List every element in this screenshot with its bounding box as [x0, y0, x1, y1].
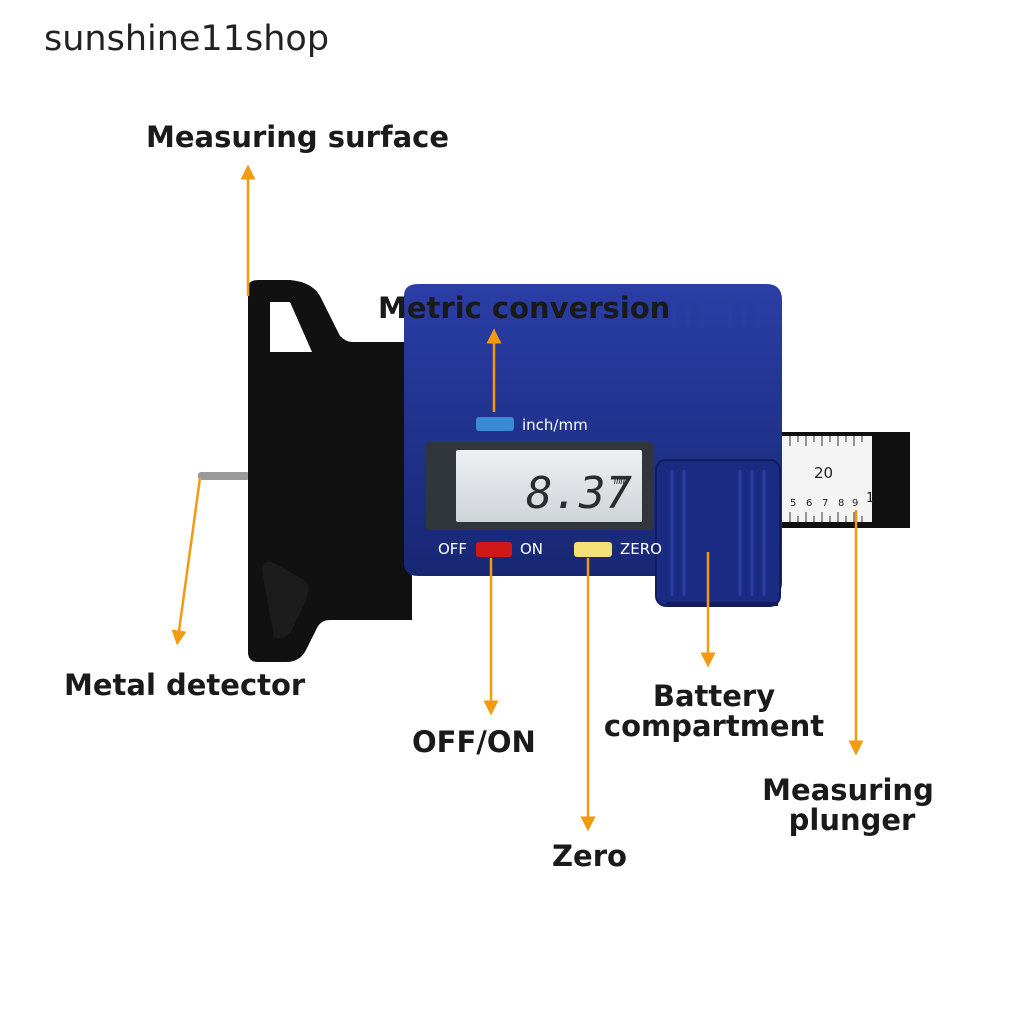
- label-metal-detector: Metal detector: [64, 668, 306, 702]
- watermark-text: sunshine11shop: [44, 19, 329, 59]
- label-measuring-surface: Measuring surface: [146, 120, 449, 154]
- inch-mm-button[interactable]: [476, 417, 514, 431]
- gauge-device: 20 5 6 7 8 9 1 inch/mm 8.37 mm OFF: [198, 280, 910, 662]
- arrow-metal-detector: [171, 477, 202, 646]
- callout-arrows: [171, 164, 864, 832]
- label-off-on: OFF/ON: [412, 725, 536, 759]
- off-on-button[interactable]: [476, 542, 512, 557]
- off-label: OFF: [438, 540, 467, 558]
- metal-pin: [198, 472, 250, 480]
- inch-mm-label: inch/mm: [522, 416, 588, 434]
- ruler-minor-7: 7: [822, 498, 828, 509]
- label-battery-line2: compartment: [604, 709, 824, 743]
- zero-label-device: ZERO: [620, 540, 662, 558]
- battery-cover: [655, 459, 781, 607]
- ruler-minor-6: 6: [806, 498, 812, 509]
- lcd-screen: [456, 450, 642, 522]
- lcd-reading: 8.37: [526, 468, 632, 519]
- base-cutout: [270, 302, 312, 352]
- top-grip-ridges: [672, 292, 760, 328]
- ruler-major-number: 20: [814, 464, 833, 482]
- ruler-minor-8: 8: [838, 498, 844, 509]
- ruler-minor-1: 1: [866, 491, 874, 506]
- on-label: ON: [520, 540, 543, 558]
- label-metric-conversion: Metric conversion: [378, 291, 670, 325]
- label-battery-line1: Battery: [653, 679, 775, 713]
- ruler-minor-9: 9: [852, 498, 858, 509]
- base-grip: [262, 561, 309, 639]
- plunger-scale: [782, 436, 872, 522]
- zero-button[interactable]: [574, 542, 612, 557]
- plunger-ticks: [789, 436, 863, 522]
- battery-cover-ridges: [670, 470, 766, 596]
- ruler-minor-5: 5: [790, 498, 796, 509]
- label-zero: Zero: [552, 839, 627, 873]
- label-plunger-line2: plunger: [789, 803, 916, 837]
- black-base: [248, 280, 412, 662]
- lcd-unit: mm: [613, 474, 628, 487]
- battery-cover-edge: [666, 602, 778, 606]
- label-plunger-line1: Measuring: [762, 773, 934, 807]
